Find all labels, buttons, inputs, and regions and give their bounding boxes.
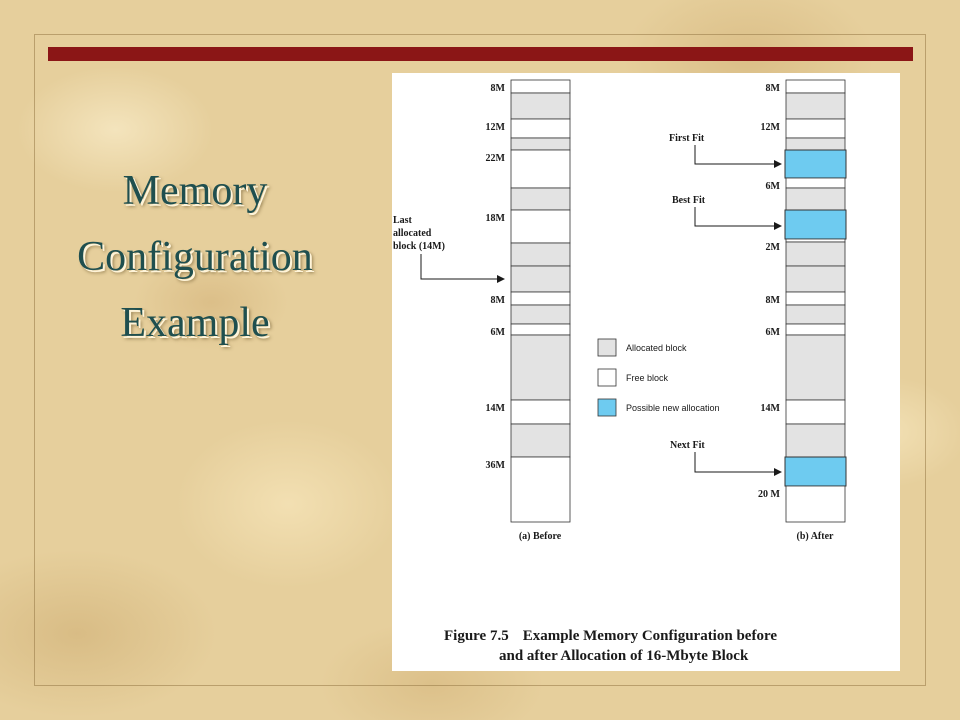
after-block-12	[785, 291, 846, 306]
last-allocated-line-3: block (14M)	[393, 241, 445, 252]
slide-title: Memory Configuration Example	[30, 158, 360, 356]
after-block-6	[785, 177, 846, 189]
after-block-4	[785, 137, 846, 151]
after-block-13	[785, 304, 846, 325]
before-block-15	[510, 423, 571, 458]
before-block-8	[510, 242, 571, 267]
before-column-label: (a) Before	[519, 531, 562, 542]
last-allocated-arrow	[420, 254, 505, 283]
before-block-12	[510, 323, 571, 336]
last-allocated-line-2: allocated	[393, 228, 432, 239]
legend-swatch-allocated	[597, 338, 617, 357]
title-accent-bar	[48, 47, 913, 61]
before-block-7	[510, 209, 571, 244]
after-block-11	[785, 265, 846, 293]
after-block-19	[785, 485, 846, 523]
before-block-3	[510, 118, 571, 139]
caption-line-2: and after Allocation of 16-Mbyte Block	[499, 648, 749, 664]
before-block-5	[510, 149, 571, 189]
before-size-label-7: 18M	[486, 213, 506, 224]
after-block-5	[784, 149, 847, 179]
before-size-label-5: 22M	[486, 153, 506, 164]
before-size-label-1: 8M	[491, 83, 506, 94]
first-fit-arrow	[694, 145, 782, 168]
title-line-1: Memory	[122, 168, 268, 214]
before-block-10	[510, 291, 571, 306]
after-block-16	[785, 399, 846, 425]
before-block-11	[510, 304, 571, 325]
before-size-label-10: 8M	[491, 295, 506, 306]
memory-figure: 8M 12M 22M 18M 8M 6M 14M 36M 8M 12M 6M 2M 8M 6M 14M 20 …	[392, 73, 900, 671]
slide-frame	[34, 34, 926, 686]
legend-label-new: Possible new allocation	[626, 403, 720, 413]
next-fit-label: Next Fit	[670, 440, 705, 451]
memory-diagram: 8M 12M 22M 18M 8M 6M 14M 36M 8M 12M 6M 2M 8M 6M 14M 20 …	[393, 79, 847, 542]
before-block-6	[510, 187, 571, 211]
after-block-9	[785, 238, 846, 243]
best-fit-label: Best Fit	[672, 195, 706, 206]
before-block-16	[510, 456, 571, 523]
after-block-3	[785, 118, 846, 139]
after-block-18	[784, 456, 847, 487]
caption-figure-number: Figure 7.5	[444, 628, 509, 644]
before-block-4	[510, 137, 571, 151]
title-line-2: Configuration	[77, 234, 313, 280]
after-block-1	[785, 79, 846, 94]
after-size-label-12: 8M	[766, 295, 781, 306]
before-block-9	[510, 265, 571, 293]
before-block-13	[510, 334, 571, 401]
after-block-10	[785, 241, 846, 267]
first-fit-label: First Fit	[669, 133, 705, 144]
after-size-label-19: 20 M	[758, 489, 781, 500]
legend-label-free: Free block	[626, 373, 669, 383]
title-line-3: Example	[120, 300, 270, 346]
legend-swatch-free	[597, 368, 617, 387]
after-block-14	[785, 323, 846, 336]
before-size-label-16: 36M	[486, 460, 506, 471]
before-block-2	[510, 92, 571, 120]
before-block-1	[510, 79, 571, 94]
after-block-8	[784, 209, 847, 240]
last-allocated-line-1: Last	[393, 215, 413, 226]
legend-swatch-new	[597, 398, 617, 417]
best-fit-arrow	[694, 207, 782, 230]
after-size-label-16: 14M	[761, 403, 781, 414]
before-block-14	[510, 399, 571, 425]
after-block-15	[785, 334, 846, 401]
after-block-7	[785, 187, 846, 211]
after-size-label-1: 8M	[766, 83, 781, 94]
before-size-label-3: 12M	[486, 122, 506, 133]
legend-label-allocated: Allocated block	[626, 343, 687, 353]
after-size-label-9: 2M	[766, 242, 781, 253]
after-size-label-6: 6M	[766, 181, 781, 192]
after-block-17	[785, 423, 846, 458]
after-size-label-3: 12M	[761, 122, 781, 133]
after-block-2	[785, 92, 846, 120]
before-size-label-12: 6M	[491, 327, 506, 338]
next-fit-arrow	[694, 452, 782, 476]
after-column-label: (b) After	[797, 531, 834, 542]
caption-line-1: Example Memory Configuration before	[522, 628, 777, 644]
after-size-label-14: 6M	[766, 327, 781, 338]
before-size-label-14: 14M	[486, 403, 506, 414]
